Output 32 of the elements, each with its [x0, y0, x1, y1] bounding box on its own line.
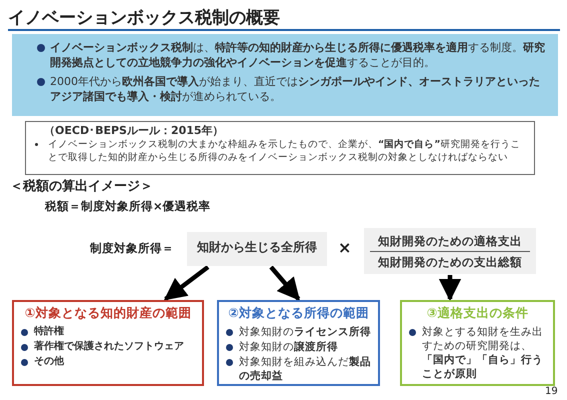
numerator-text: 知財開発のための適格支出 — [370, 231, 530, 252]
formula-text: 制度対象所得＝ — [90, 241, 174, 256]
slide-title: イノベーションボックス税制の概要 — [8, 7, 280, 29]
bullet-text: 特許権 — [34, 325, 65, 339]
multiply-sign: × — [338, 238, 352, 257]
denominator-text: 知財開発のための支出総額 — [377, 254, 523, 271]
bullet-text: イノベーションボックス税制の大まかな枠組みを示したもので、企業が、“国内で自ら”研究開発を行うことで取得した知的財産から生じる所得のみをイノベーションボックス税制の対象としなければならない — [48, 138, 522, 164]
bullet-text: イノベーションボックス税制は、特許等の知的財産から生じる所得に優遇税率を適用する制度。研究開発拠点としての立地競争力の強化やイノベーションを促進することが目的。 — [50, 40, 546, 70]
bullet-text: その他 — [34, 355, 65, 369]
arrow — [164, 265, 210, 301]
bullet-text: 対象知財を組み込んだ製品の売却益 — [239, 355, 372, 383]
page-number: 19 — [545, 386, 558, 397]
bullet-text: 対象知財の譲渡所得 — [239, 340, 339, 354]
box-heading: ②対象となる所得の範囲 — [227, 306, 370, 320]
expenditure-box — [400, 300, 555, 386]
section-heading: ＜税額の算出イメージ＞ — [10, 178, 153, 195]
formula-text: 知財から生じる全所得 — [196, 240, 318, 254]
box-heading: （OECD･BEPSルール：2015年） — [43, 124, 225, 138]
summary-panel — [12, 34, 558, 116]
bullet-text: 著作権で保護されたソフトウェア — [34, 340, 185, 354]
arrow — [438, 275, 462, 302]
bullet-text: 2000年代から欧州各国で導入が始まり、直近ではシンガポールやインド、オーストラリアといったアジア諸国でも導入・検討が進められている。 — [50, 74, 541, 104]
bullet-text: 対象知財のライセンス所得 — [239, 325, 372, 339]
income-scope-box — [217, 300, 380, 386]
fraction-box — [364, 228, 536, 274]
arrow — [269, 266, 300, 301]
box-heading: ①対象となる知的財産の範囲 — [24, 306, 192, 320]
bullet-text: 対象とする知財を生み出すための研究開発は、「国内で」「自ら」行うことが原則 — [422, 325, 544, 381]
formula-text: 税額＝制度対象所得×優遇税率 — [45, 199, 211, 214]
income-box — [187, 232, 327, 266]
ip-scope-box — [12, 300, 204, 386]
box-heading: ③適格支出の条件 — [426, 306, 530, 320]
